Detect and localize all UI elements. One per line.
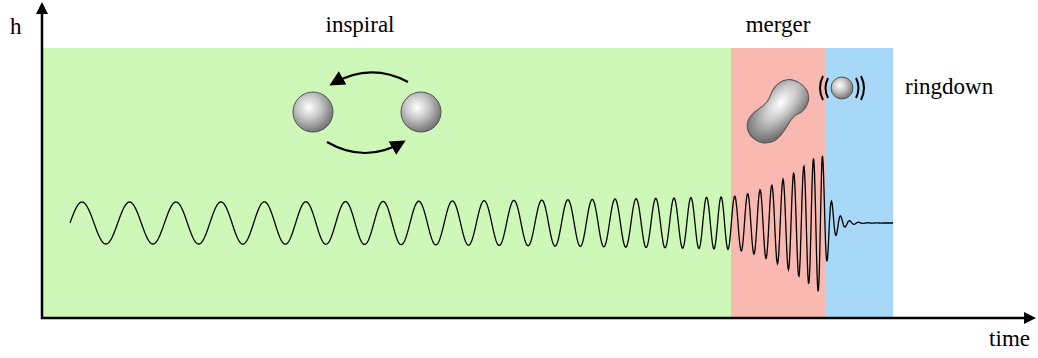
orbit-arrow [332, 72, 408, 84]
phase-label: merger [746, 12, 811, 37]
ringdown-band [825, 48, 893, 318]
axis-label: time [989, 326, 1030, 351]
phase-label: ringdown [905, 74, 993, 99]
inspiral-band [42, 48, 731, 318]
axis-arrowhead [36, 2, 48, 14]
black-hole [401, 92, 441, 132]
y-axis [41, 10, 44, 319]
remnant [831, 77, 853, 99]
x-axis [41, 317, 1026, 320]
phase-label: inspiral [326, 12, 395, 37]
merger-blob [741, 73, 815, 152]
waveform [70, 156, 893, 291]
merger-band [731, 48, 825, 318]
axis-arrowhead [1024, 312, 1036, 324]
orbit-arrow [327, 142, 403, 153]
black-hole [293, 92, 333, 132]
ringing-marks [820, 76, 864, 100]
axis-label: h [10, 14, 22, 39]
